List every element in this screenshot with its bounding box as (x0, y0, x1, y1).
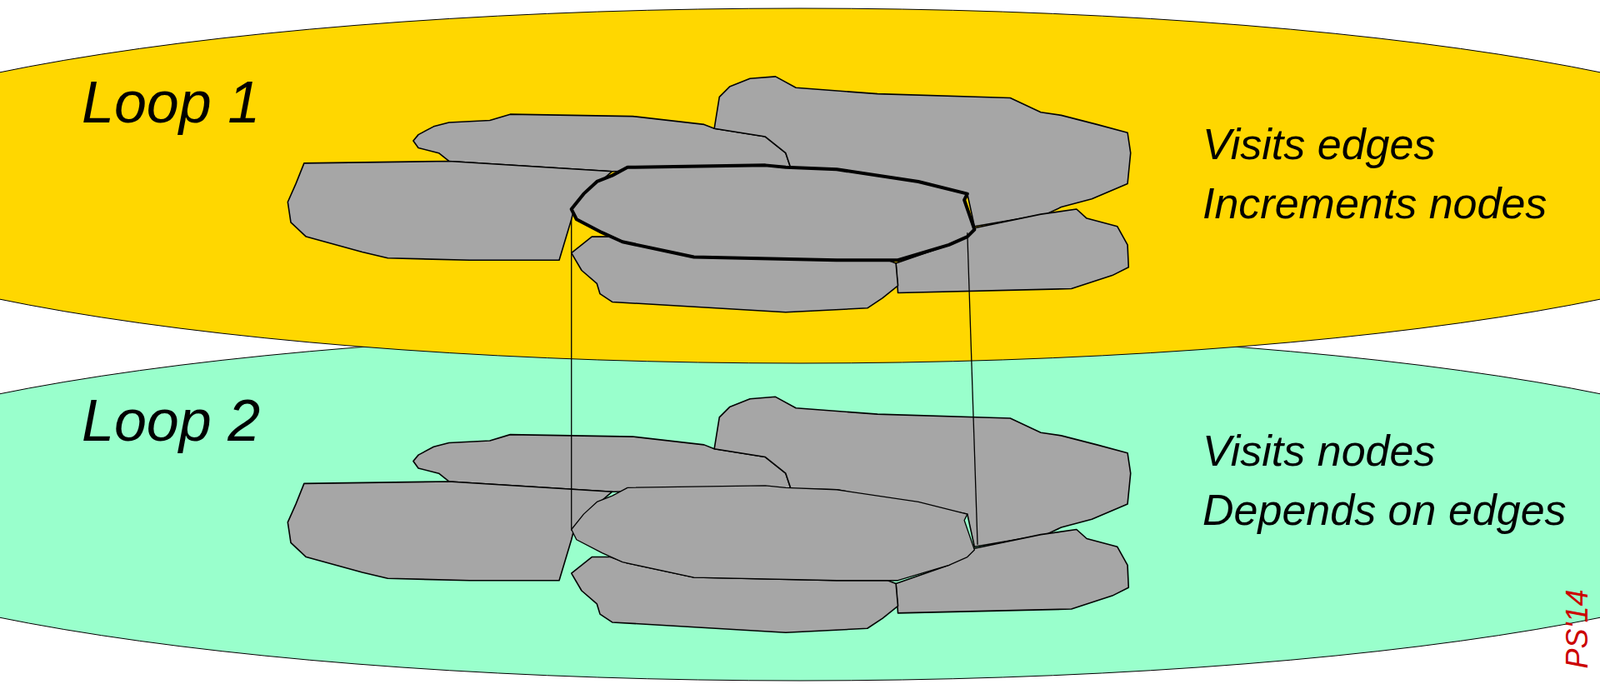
watermark: PS'14 (1560, 590, 1595, 670)
band-ellipse (0, 330, 1600, 681)
loop-heading: Loop 2 (81, 387, 260, 455)
mesh-region-highlight (571, 165, 975, 260)
loop-note: Visits nodes (1202, 426, 1435, 477)
loop-band: Loop 2 Visits nodesDepends on edges (0, 330, 1600, 682)
loop-heading: Loop 1 (81, 69, 260, 137)
loop-note: Increments nodes (1202, 179, 1547, 230)
mesh-region (571, 485, 975, 581)
loop-band: Loop 1 Visits edgesIncrements nodes (0, 7, 1600, 365)
projection-line (570, 219, 572, 530)
loop-note: Visits edges (1202, 120, 1435, 170)
band-ellipse (0, 8, 1600, 364)
loop-note: Depends on edges (1202, 485, 1567, 536)
